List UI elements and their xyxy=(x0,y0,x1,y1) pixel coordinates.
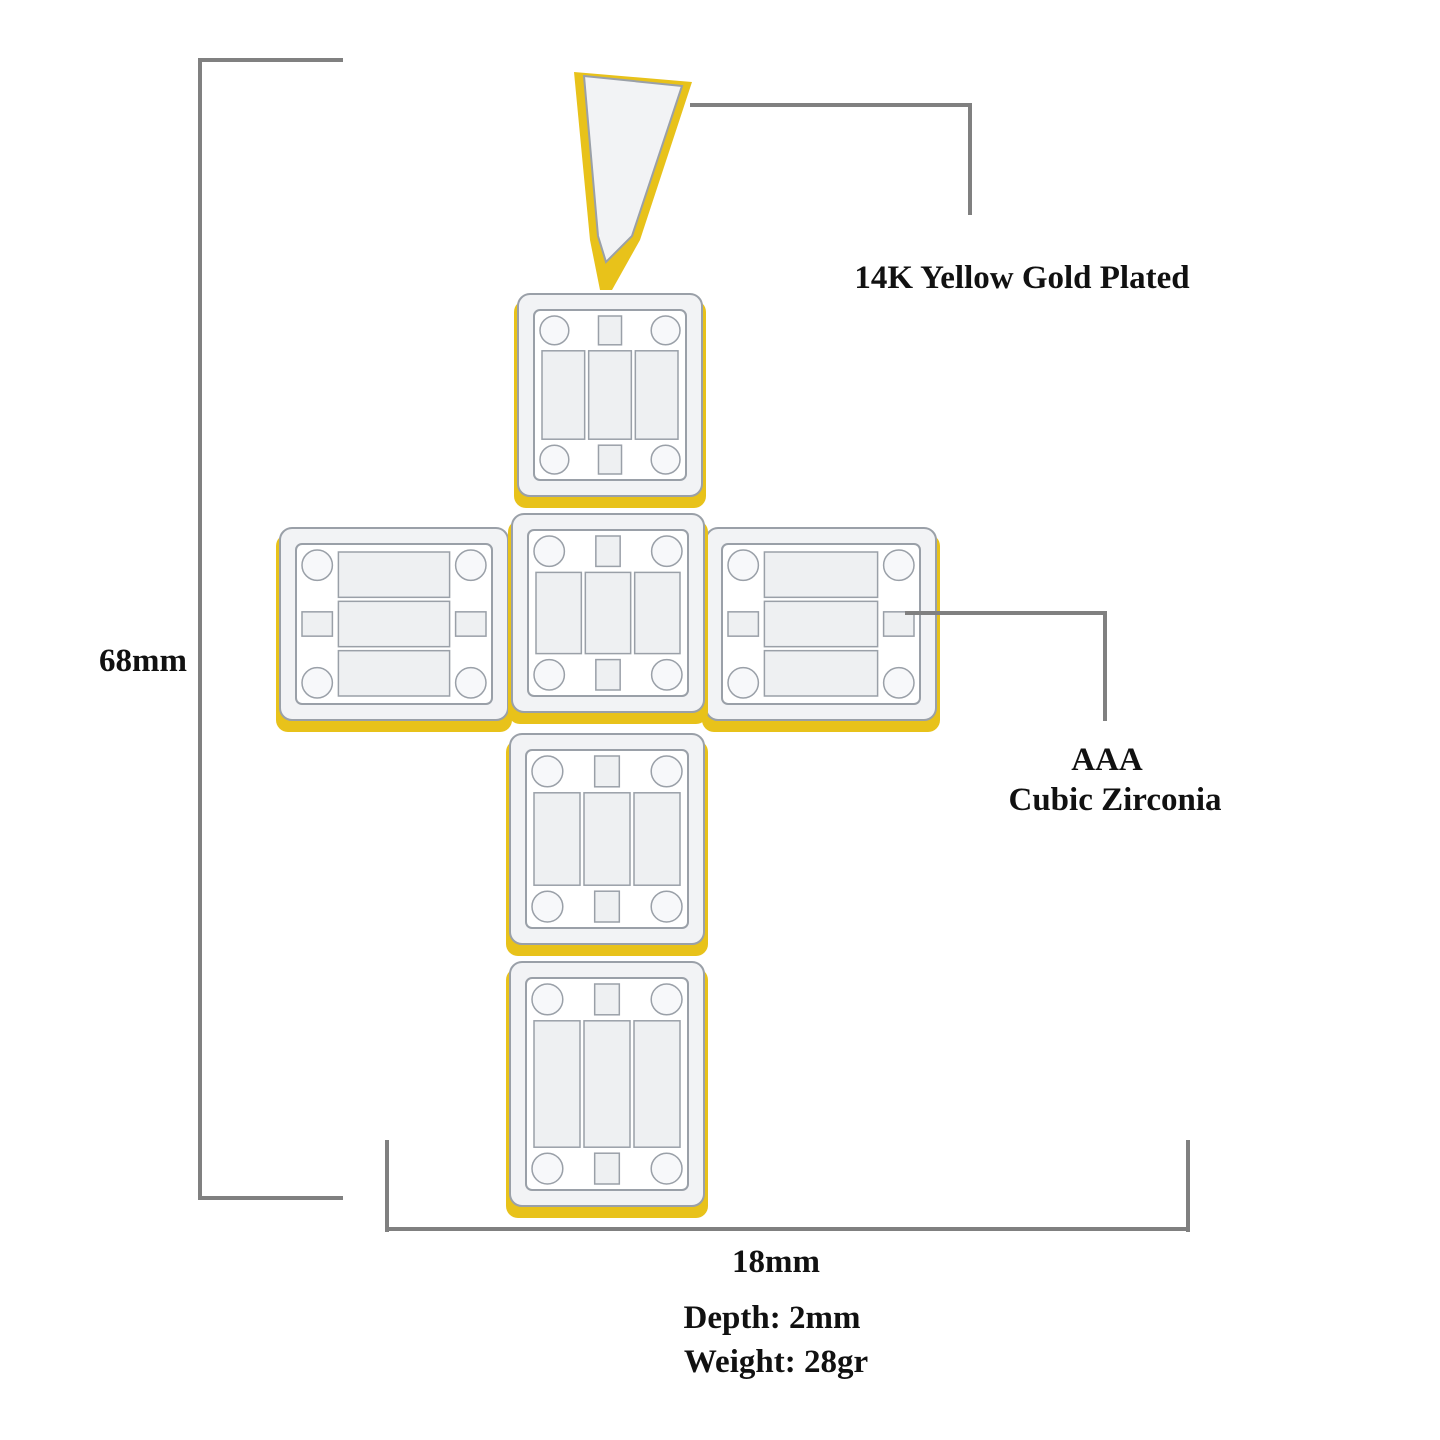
center-block-round-stone xyxy=(650,658,683,691)
top-block-round-stone xyxy=(650,444,681,475)
stone-label-grade: AAA xyxy=(1071,742,1143,778)
top-block-baguette xyxy=(597,315,623,346)
bottom-block-baguette xyxy=(633,1020,681,1148)
width-label: 18mm xyxy=(732,1244,820,1280)
center-block-round-stone xyxy=(533,658,566,691)
height-bracket-vertical xyxy=(198,58,202,1200)
right-block-round-stone xyxy=(882,549,915,582)
top-block-baguette xyxy=(541,350,586,440)
right-block-baguette xyxy=(727,611,760,637)
lower-block-baguette xyxy=(593,755,621,788)
bottom-block-baguette xyxy=(593,1152,621,1185)
lower-block-round-stone xyxy=(531,890,564,923)
center-block-baguette xyxy=(595,658,621,691)
right-block-round-stone xyxy=(882,666,915,699)
bottom-block-baguette xyxy=(533,1020,581,1148)
lower-block-round-stone xyxy=(650,755,683,788)
bottom-block-round-stone xyxy=(531,1152,564,1185)
bottom-block-round-stone xyxy=(650,983,683,1016)
center-block-baguette xyxy=(633,571,681,655)
height-bracket-top xyxy=(198,58,343,62)
top-block-baguette xyxy=(634,350,679,440)
right-block-round-stone xyxy=(727,666,760,699)
center-block-baguette xyxy=(595,535,621,568)
width-bracket-horizontal xyxy=(385,1227,1190,1231)
top-block-baguette xyxy=(587,350,633,440)
bottom-block-baguette xyxy=(583,1020,631,1148)
left-block-baguette xyxy=(454,611,487,637)
center-block-round-stone xyxy=(650,535,683,568)
top-block-round-stone xyxy=(539,444,570,475)
left-block-baguette xyxy=(301,611,334,637)
lower-block-baguette xyxy=(593,890,621,923)
lower-block-baguette xyxy=(583,792,631,886)
left-block-round-stone xyxy=(301,549,334,582)
left-block-baguette xyxy=(337,600,451,648)
right-block-baguette xyxy=(763,649,879,697)
top-block-baguette xyxy=(597,444,623,475)
bail-pave xyxy=(582,74,684,264)
height-label: 68mm xyxy=(99,643,187,679)
lower-block-baguette xyxy=(533,792,581,886)
stone-callout-horizontal xyxy=(905,611,1107,615)
weight-label: Weight: 28gr xyxy=(683,1344,869,1380)
center-block-round-stone xyxy=(533,535,566,568)
top-block-round-stone xyxy=(650,315,681,346)
material-callout-vertical xyxy=(968,103,972,215)
left-block-baguette xyxy=(337,649,451,697)
lower-block-round-stone xyxy=(531,755,564,788)
width-bracket-right xyxy=(1186,1140,1190,1232)
bottom-block-round-stone xyxy=(650,1152,683,1185)
width-bracket-left xyxy=(385,1140,389,1232)
material-callout-horizontal xyxy=(690,103,972,107)
right-block-baguette xyxy=(763,551,879,599)
right-block-baguette xyxy=(882,611,915,637)
left-block-round-stone xyxy=(454,666,487,699)
material-label: 14K Yellow Gold Plated xyxy=(854,260,1190,296)
left-block-baguette xyxy=(337,551,451,599)
height-bracket-bottom xyxy=(198,1196,343,1200)
center-block-baguette xyxy=(535,571,583,655)
right-block-baguette xyxy=(763,600,879,648)
bottom-block-baguette xyxy=(593,983,621,1016)
bottom-block-round-stone xyxy=(531,983,564,1016)
lower-block-baguette xyxy=(633,792,681,886)
right-block-round-stone xyxy=(727,549,760,582)
stone-callout-vertical xyxy=(1103,611,1107,721)
left-block-round-stone xyxy=(301,666,334,699)
center-block-baguette xyxy=(584,571,632,655)
lower-block-round-stone xyxy=(650,890,683,923)
depth-label: Depth: 2mm xyxy=(683,1300,861,1336)
left-block-round-stone xyxy=(454,549,487,582)
top-block-round-stone xyxy=(539,315,570,346)
stone-label-type: Cubic Zirconia xyxy=(1008,782,1222,818)
